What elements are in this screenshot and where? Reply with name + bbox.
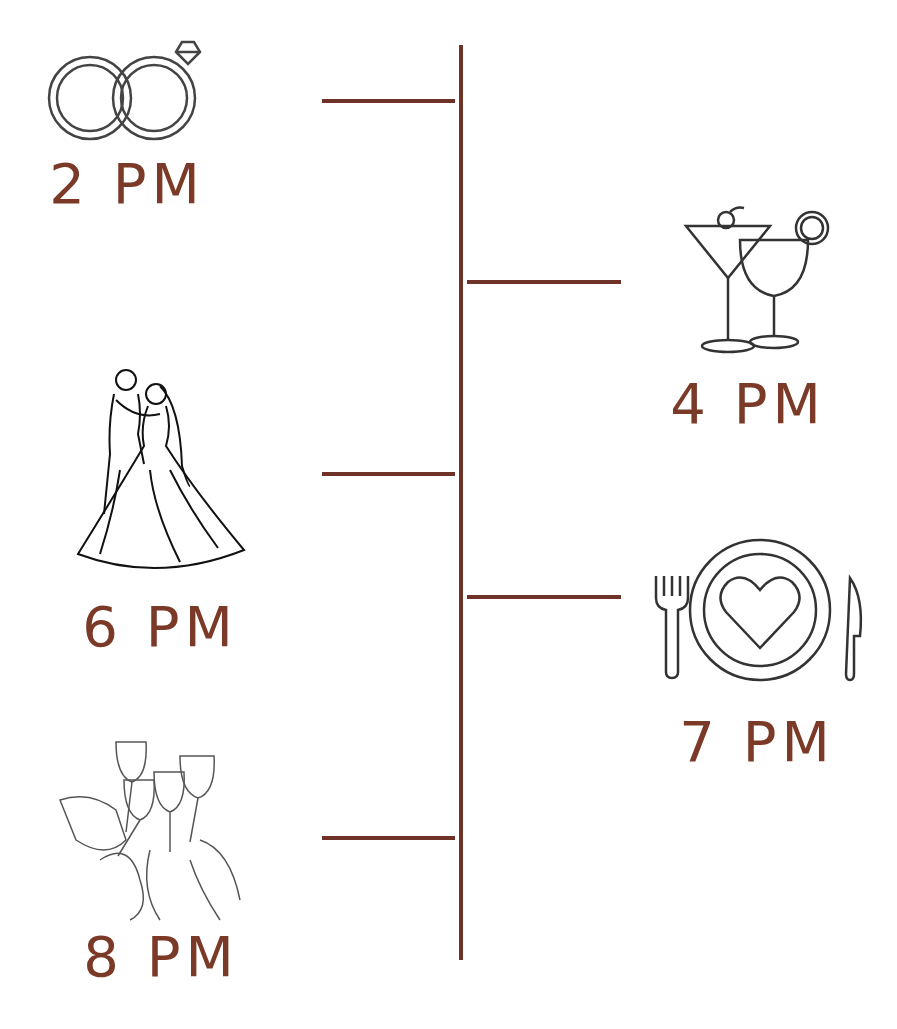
plate-icon xyxy=(656,540,861,680)
toast-icon xyxy=(60,742,240,920)
time-label: 2 PM xyxy=(49,156,205,212)
time-label: 4 PM xyxy=(670,376,826,432)
time-label: 8 PM xyxy=(83,929,239,985)
timeline-lines xyxy=(322,45,621,960)
time-label: 7 PM xyxy=(679,714,835,770)
cocktail-icon xyxy=(686,208,828,353)
time-label: 6 PM xyxy=(82,599,238,655)
couple-icon xyxy=(78,370,244,568)
rings-icon xyxy=(49,42,200,139)
